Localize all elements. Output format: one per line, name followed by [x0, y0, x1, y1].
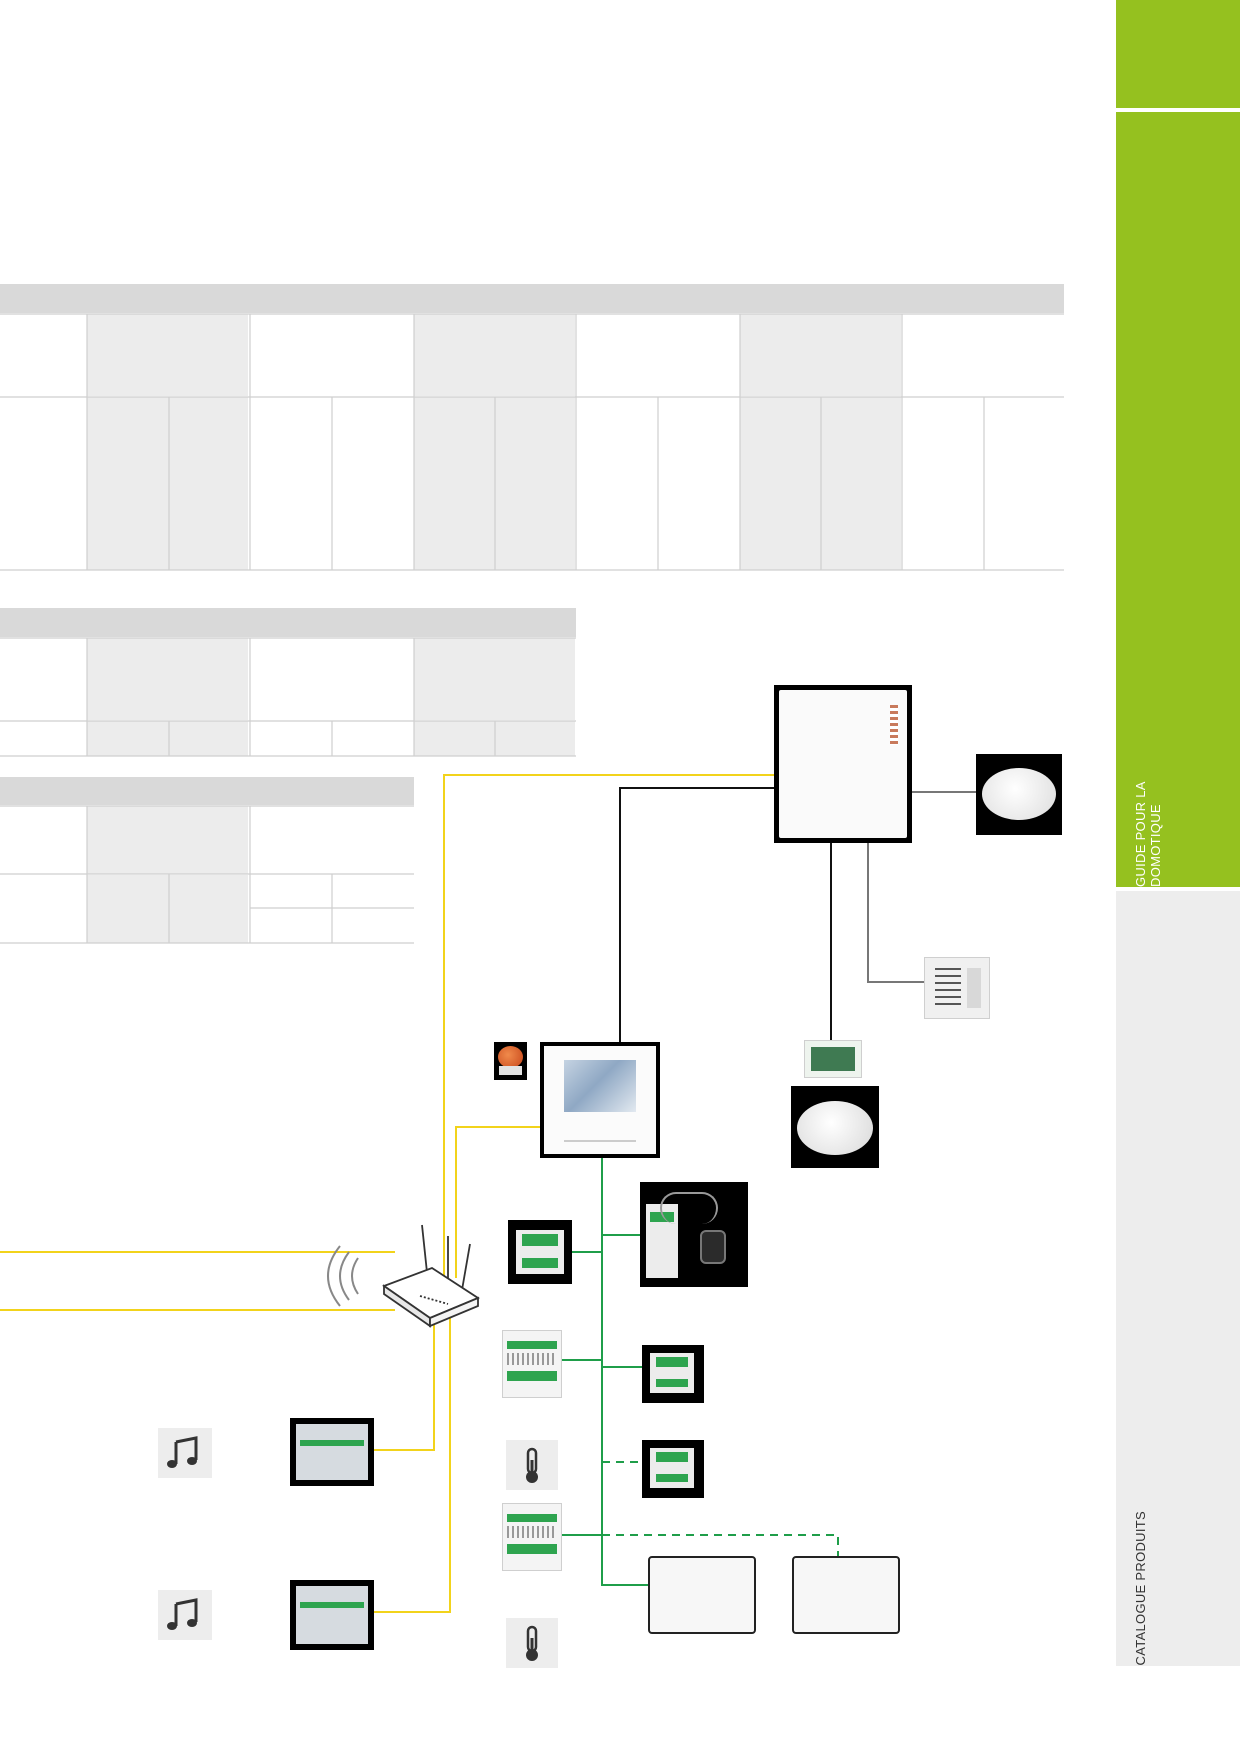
siren-icon: [494, 1042, 527, 1080]
ceiling-detector-icon: [791, 1086, 879, 1168]
thermometer-icon: [506, 1440, 558, 1490]
sidebar-accent-top: [1116, 0, 1240, 108]
table-1-cell: [87, 397, 248, 570]
table-2-cell: [87, 721, 248, 756]
wiring-svg: [0, 774, 976, 1613]
input-module-icon: [502, 1503, 562, 1571]
din-actuator-icon: [508, 1220, 572, 1284]
wire-panel-to-monitor: [619, 787, 774, 1042]
table-2: [0, 608, 576, 757]
thermometer-icon: [506, 1618, 558, 1668]
router-icon: [382, 1224, 480, 1328]
input-module-icon: [502, 1330, 562, 1398]
wire-router-to-audio-1: [374, 1318, 435, 1451]
sidebar-tab-guide-label: GUIDE POUR LA DOMOTIQUE: [1133, 781, 1163, 887]
table-3-header-bar: [0, 777, 414, 805]
touch-panel-icon: [792, 1556, 900, 1634]
table-1-cell: [87, 314, 248, 396]
table-2-cell: [87, 638, 248, 720]
sidebar-tab-catalogue[interactable]: CATALOGUE PRODUITS: [1116, 891, 1240, 1666]
wire-router-to-monitor: [455, 1126, 540, 1278]
keypad-module-icon: [924, 957, 990, 1019]
table-1-header-bar: [0, 284, 1064, 313]
table-3-cell: [87, 806, 248, 874]
wire-green-bus: [601, 1157, 650, 1586]
table-2-cell: [414, 638, 575, 720]
table-2-header-bar: [0, 608, 576, 637]
tables-svg: [0, 284, 1064, 944]
music-note-icon: [158, 1428, 212, 1478]
wire-green-to-touchpanel-dashed: [602, 1534, 839, 1556]
sidebar-tab-catalogue-label: CATALOGUE PRODUITS: [1133, 1511, 1148, 1666]
sidebar-tab-guide[interactable]: GUIDE POUR LA DOMOTIQUE: [1116, 112, 1240, 887]
wire-router-to-audio-2: [374, 1318, 451, 1613]
table-1: [0, 284, 1064, 571]
central-unit-icon: [774, 685, 912, 843]
touch-panel-icon: [648, 1556, 756, 1634]
motion-sensor-icon: [976, 754, 1062, 835]
wifi-waves-icon: [327, 1245, 359, 1307]
interface-board-icon: [804, 1040, 862, 1078]
wire-panel-to-keypad: [867, 843, 924, 983]
table-1-cell: [414, 314, 575, 396]
music-note-icon: [158, 1590, 212, 1640]
table-1-cell: [740, 314, 901, 396]
wire-router-to-panel: [443, 774, 774, 1278]
audio-amplifier-icon: [290, 1418, 374, 1486]
table-3-cell: [87, 875, 248, 943]
table-3: [0, 777, 414, 944]
video-monitor-icon: [540, 1042, 660, 1158]
din-actuator-icon: [642, 1345, 704, 1403]
energy-meter-icon: [640, 1182, 748, 1287]
audio-amplifier-icon: [290, 1580, 374, 1650]
din-actuator-icon: [642, 1440, 704, 1498]
